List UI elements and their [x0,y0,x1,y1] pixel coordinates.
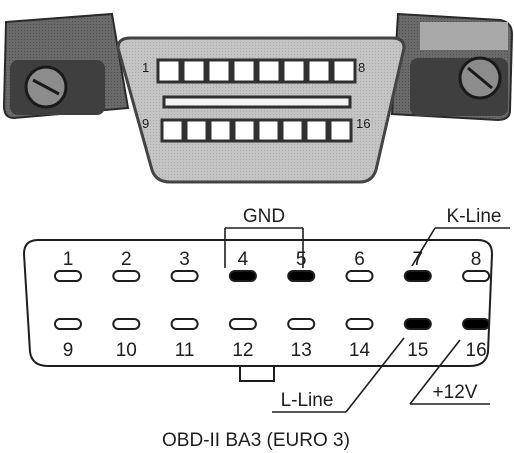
pin-9-number: 9 [63,340,74,361]
diagram-caption: OBD-II BA3 (EURO 3) [162,430,350,451]
k-line-callout [411,227,510,267]
gnd-label: GND [243,206,285,227]
pin-16-number: 16 [466,340,487,361]
l-line-callout [272,337,405,413]
schematic-key-tab [239,364,275,382]
photo-top-row [156,58,357,84]
connector-photo: 1 8 9 16 [2,12,514,184]
pin-8 [462,270,491,282]
pin-1 [54,270,82,282]
pin-4 [228,270,257,282]
pin-15 [403,318,432,330]
pin-10 [112,318,141,330]
right-mounting-ear [390,12,514,122]
pin-12 [228,318,257,330]
gnd-bracket [224,227,304,268]
pin-11-number: 11 [175,340,195,361]
power-label: +12V [433,382,478,403]
photo-pin-1-number: 1 [142,60,149,75]
pin-8-number: 8 [471,249,482,270]
pin-5 [287,270,316,282]
pin-14 [345,318,374,330]
photo-center-slot [162,95,352,109]
pin-11 [170,318,199,330]
pin-7-number: 7 [413,249,424,270]
pin-4-number: 4 [238,249,249,270]
pin-12-number: 12 [232,340,253,361]
connector-schematic [22,239,494,382]
photo-bottom-row [160,118,353,143]
pin-5-number: 5 [296,249,307,270]
k-line-label: K-Line [447,206,502,227]
pin-6 [345,270,374,282]
pin-9 [54,318,82,330]
l-line-label: L-Line [281,390,334,411]
pin-15-number: 15 [407,340,428,361]
pin-1-number: 1 [63,249,74,270]
pin-10-number: 10 [116,340,137,361]
pin-3 [170,270,199,282]
schematic-pins [54,270,491,330]
schematic-connector-body [22,239,494,367]
pin-14-number: 14 [349,340,371,361]
photo-pin-16-number: 16 [356,116,370,131]
photo-pin-9-number: 9 [142,116,149,131]
pin-2-number: 2 [121,249,132,270]
pin-13-number: 13 [291,340,312,361]
left-mounting-ear [2,12,130,120]
pin-7 [403,270,432,282]
pin-13 [287,318,316,330]
pin-2 [112,270,141,282]
photo-pin-8-number: 8 [358,60,365,75]
pin-16 [462,318,491,330]
pin-6-number: 6 [354,249,365,270]
pin-3-number: 3 [179,249,190,270]
power-callout [409,339,490,405]
